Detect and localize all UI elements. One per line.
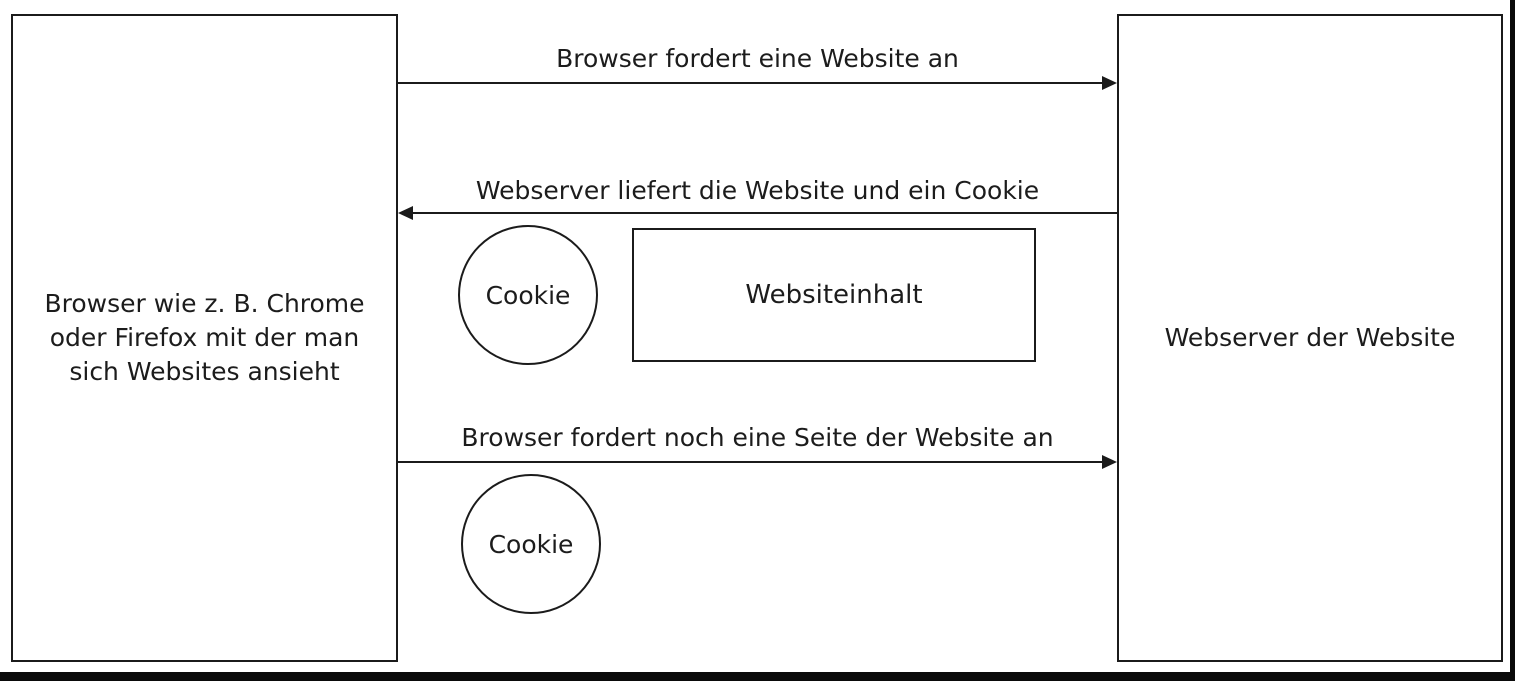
frame-right-edge bbox=[1510, 0, 1515, 681]
cookie-circle-second: Cookie bbox=[461, 474, 601, 614]
browser-box-line-2: oder Firefox mit der man bbox=[49, 323, 360, 352]
arrow-2-line bbox=[411, 212, 1117, 214]
webserver-box-label: Webserver der Website bbox=[1164, 323, 1456, 352]
arrow-3-right-arrowhead-icon bbox=[1102, 455, 1117, 469]
webserver-box: Webserver der Website bbox=[1117, 14, 1503, 662]
cookie-circle-second-label: Cookie bbox=[488, 529, 574, 559]
arrow-1-line bbox=[398, 82, 1104, 84]
cookie-circle-first-label: Cookie bbox=[485, 280, 571, 310]
browser-box: Browser wie z. B. Chrome oder Firefox mi… bbox=[11, 14, 398, 662]
browser-box-label: Browser wie z. B. Chrome oder Firefox mi… bbox=[30, 287, 378, 389]
arrow-3-label: Browser fordert noch eine Seite der Webs… bbox=[461, 423, 1054, 452]
cookie-circle-first: Cookie bbox=[458, 225, 598, 365]
browser-box-line-1: Browser wie z. B. Chrome bbox=[44, 289, 365, 318]
arrow-2-label: Webserver liefert die Website und ein Co… bbox=[475, 176, 1040, 205]
website-content-label: Websiteinhalt bbox=[745, 280, 923, 310]
website-content-box: Websiteinhalt bbox=[632, 228, 1036, 362]
arrow-2-left-arrowhead-icon bbox=[398, 206, 413, 220]
arrow-1-right-arrowhead-icon bbox=[1102, 76, 1117, 90]
arrow-1-label: Browser fordert eine Website an bbox=[556, 44, 959, 73]
browser-box-line-3: sich Websites ansieht bbox=[69, 357, 340, 386]
arrow-3-line bbox=[398, 461, 1104, 463]
frame-bottom-edge bbox=[0, 672, 1515, 681]
